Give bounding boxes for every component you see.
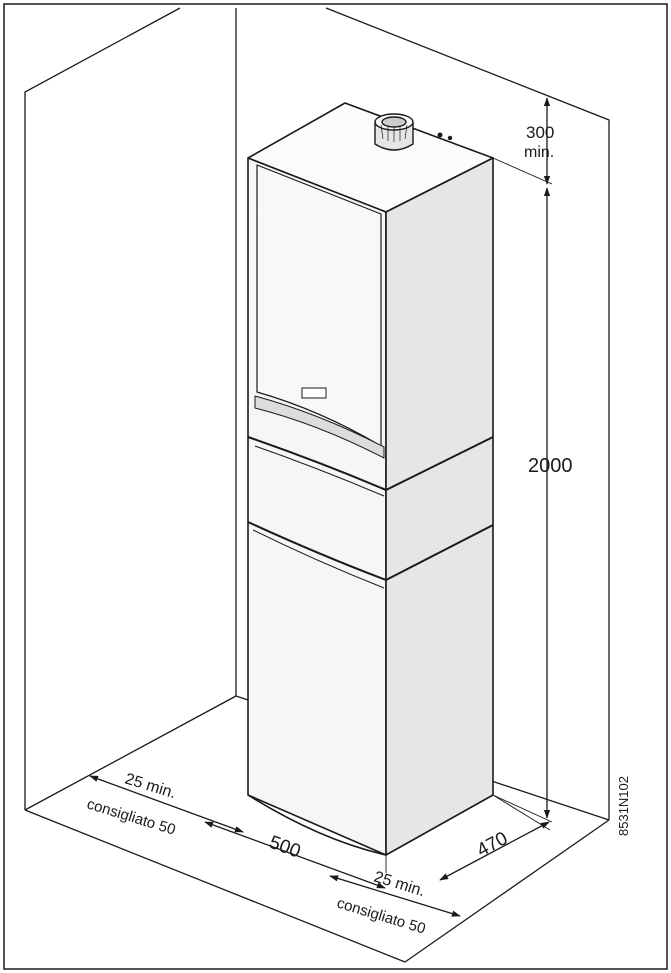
label-right-gap-min: 25 min. (372, 869, 427, 901)
cabinet-seam-inner (252, 529, 385, 589)
label-top-clearance-unit: min. (524, 144, 554, 161)
drawing-code: 8531N102 (616, 776, 631, 836)
dim-depth (439, 821, 550, 881)
control-fascia (254, 395, 385, 459)
label-top-clearance: 300 (526, 123, 554, 142)
middle-panel (247, 436, 494, 491)
brand-badge (301, 387, 327, 399)
middle-panel-inner (254, 445, 385, 497)
label-left-gap-recommended: consigliato 50 (85, 796, 178, 839)
cabinet-seam (247, 521, 494, 581)
dim-right-gap (329, 875, 461, 917)
dimension-lines (89, 97, 551, 917)
flue-outlet (374, 113, 453, 151)
label-width: 500 (266, 832, 303, 863)
unit-side-face (385, 157, 494, 856)
label-depth: 470 (473, 828, 511, 861)
label-height: 2000 (528, 455, 573, 477)
frame-border (3, 3, 668, 970)
label-right-gap-recommended: consigliato 50 (335, 895, 428, 938)
boiler-unit (247, 102, 494, 856)
